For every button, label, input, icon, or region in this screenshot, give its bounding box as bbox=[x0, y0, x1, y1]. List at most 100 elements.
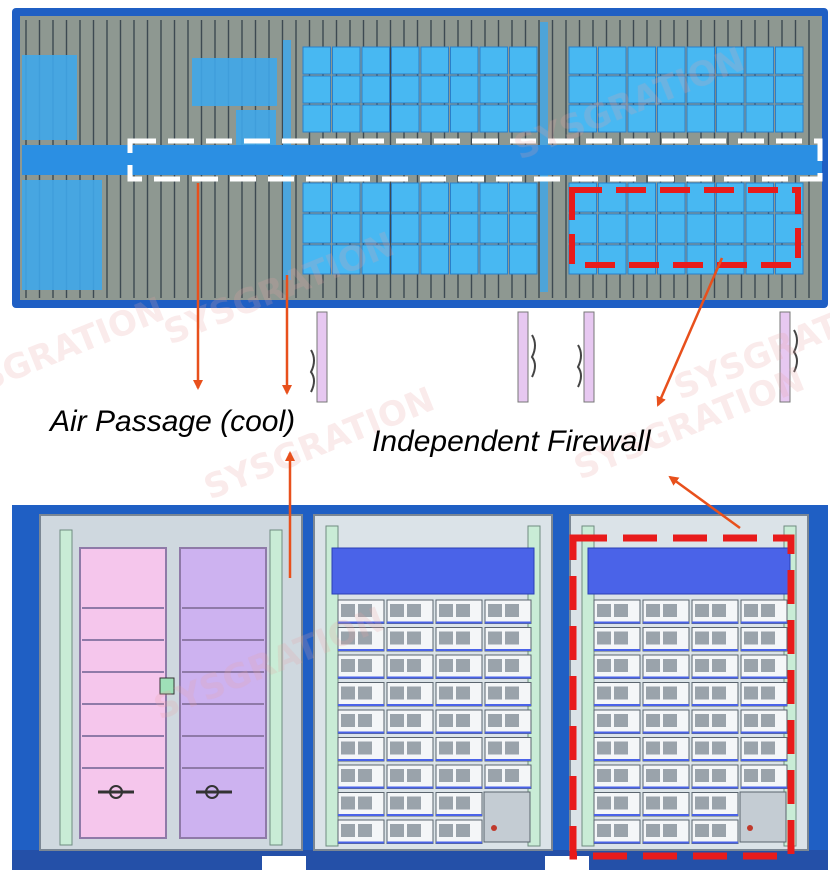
pack-fan bbox=[761, 769, 775, 782]
battery-rack-right bbox=[569, 514, 809, 851]
pack-fan bbox=[744, 631, 758, 645]
battery-modules-top-b bbox=[568, 46, 804, 133]
pack-fan bbox=[341, 769, 355, 782]
battery-module bbox=[391, 213, 420, 244]
watermark-text: SYSGRATION bbox=[0, 290, 170, 419]
pack-fan bbox=[341, 631, 355, 645]
control-unit bbox=[483, 791, 531, 843]
pack-fan bbox=[597, 659, 611, 672]
pack-fan bbox=[695, 714, 709, 727]
door-hinge-1 bbox=[309, 349, 315, 393]
pack-fan bbox=[597, 796, 611, 810]
pack-fan bbox=[390, 714, 404, 727]
rack-top-banner bbox=[331, 547, 535, 595]
battery-module bbox=[391, 104, 420, 133]
pack-fan bbox=[744, 741, 758, 755]
air-passage-band bbox=[22, 145, 822, 175]
battery-module bbox=[509, 182, 538, 213]
pack-fan bbox=[390, 659, 404, 672]
pack-fan bbox=[712, 824, 726, 837]
battery-module bbox=[745, 75, 774, 104]
pack-fan bbox=[358, 659, 372, 672]
pack-fan bbox=[439, 824, 453, 837]
battery-module bbox=[302, 104, 331, 133]
pack-fan bbox=[341, 686, 355, 700]
pack-fan bbox=[646, 714, 660, 727]
top-mid-block-a bbox=[192, 58, 277, 106]
battery-module bbox=[568, 46, 597, 75]
pack-fan bbox=[761, 686, 775, 700]
air-passage-highlight bbox=[127, 138, 823, 182]
pack-fan bbox=[663, 741, 677, 755]
pack-fan bbox=[695, 604, 709, 617]
battery-module bbox=[509, 213, 538, 244]
pack-fan bbox=[407, 631, 421, 645]
pack-fan bbox=[695, 631, 709, 645]
battery-module bbox=[391, 46, 420, 75]
pack-fan bbox=[439, 796, 453, 810]
pack-fan bbox=[456, 769, 470, 782]
door-left-leaf bbox=[79, 547, 167, 839]
pack-fan bbox=[439, 741, 453, 755]
battery-module bbox=[302, 46, 331, 75]
battery-module bbox=[509, 244, 538, 275]
pack-fan bbox=[488, 604, 502, 617]
door-lock-left bbox=[109, 785, 123, 799]
control-led bbox=[491, 825, 497, 831]
pack-fan bbox=[597, 631, 611, 645]
pack-fan bbox=[488, 741, 502, 755]
door-frame-right bbox=[269, 529, 283, 846]
pack-fan bbox=[358, 796, 372, 810]
pack-fan bbox=[614, 769, 628, 782]
pack-fan bbox=[407, 714, 421, 727]
battery-module bbox=[627, 104, 656, 133]
pack-fan bbox=[456, 714, 470, 727]
pack-fan bbox=[439, 686, 453, 700]
battery-module bbox=[450, 182, 479, 213]
pack-fan bbox=[439, 659, 453, 672]
pack-fan bbox=[761, 659, 775, 672]
battery-module bbox=[391, 244, 420, 275]
door-panel-3 bbox=[583, 311, 595, 403]
battery-module bbox=[775, 46, 804, 75]
pack-fan bbox=[712, 714, 726, 727]
battery-module bbox=[775, 104, 804, 133]
pack-fan bbox=[341, 796, 355, 810]
door-frame-left bbox=[59, 529, 73, 846]
battery-module bbox=[450, 46, 479, 75]
pack-fan bbox=[390, 604, 404, 617]
firewall-highlight-front bbox=[569, 534, 795, 860]
pack-fan bbox=[488, 659, 502, 672]
battery-module bbox=[302, 182, 331, 213]
battery-module bbox=[332, 213, 361, 244]
battery-module bbox=[627, 75, 656, 104]
pack-fan bbox=[505, 604, 519, 617]
battery-module bbox=[627, 244, 656, 275]
pack-fan bbox=[456, 659, 470, 672]
battery-module bbox=[302, 75, 331, 104]
pack-fan bbox=[505, 686, 519, 700]
pack-fan bbox=[695, 686, 709, 700]
battery-module bbox=[420, 244, 449, 275]
pack-fan bbox=[695, 824, 709, 837]
pack-fan bbox=[358, 769, 372, 782]
battery-module bbox=[627, 46, 656, 75]
pack-fan bbox=[646, 631, 660, 645]
battery-module bbox=[657, 46, 686, 75]
pack-fan bbox=[505, 631, 519, 645]
pack-fan bbox=[358, 604, 372, 617]
battery-modules-top-a bbox=[302, 46, 538, 133]
pack-fan bbox=[407, 604, 421, 617]
pack-fan bbox=[505, 769, 519, 782]
battery-module bbox=[420, 182, 449, 213]
pack-fan bbox=[614, 741, 628, 755]
pack-fan bbox=[646, 659, 660, 672]
battery-module bbox=[420, 104, 449, 133]
pack-fan bbox=[663, 769, 677, 782]
battery-module bbox=[450, 75, 479, 104]
arrow-firewall-top bbox=[656, 257, 724, 407]
pack-fan bbox=[761, 604, 775, 617]
pack-fan bbox=[614, 686, 628, 700]
top-view bbox=[12, 8, 828, 403]
pack-fan bbox=[614, 659, 628, 672]
